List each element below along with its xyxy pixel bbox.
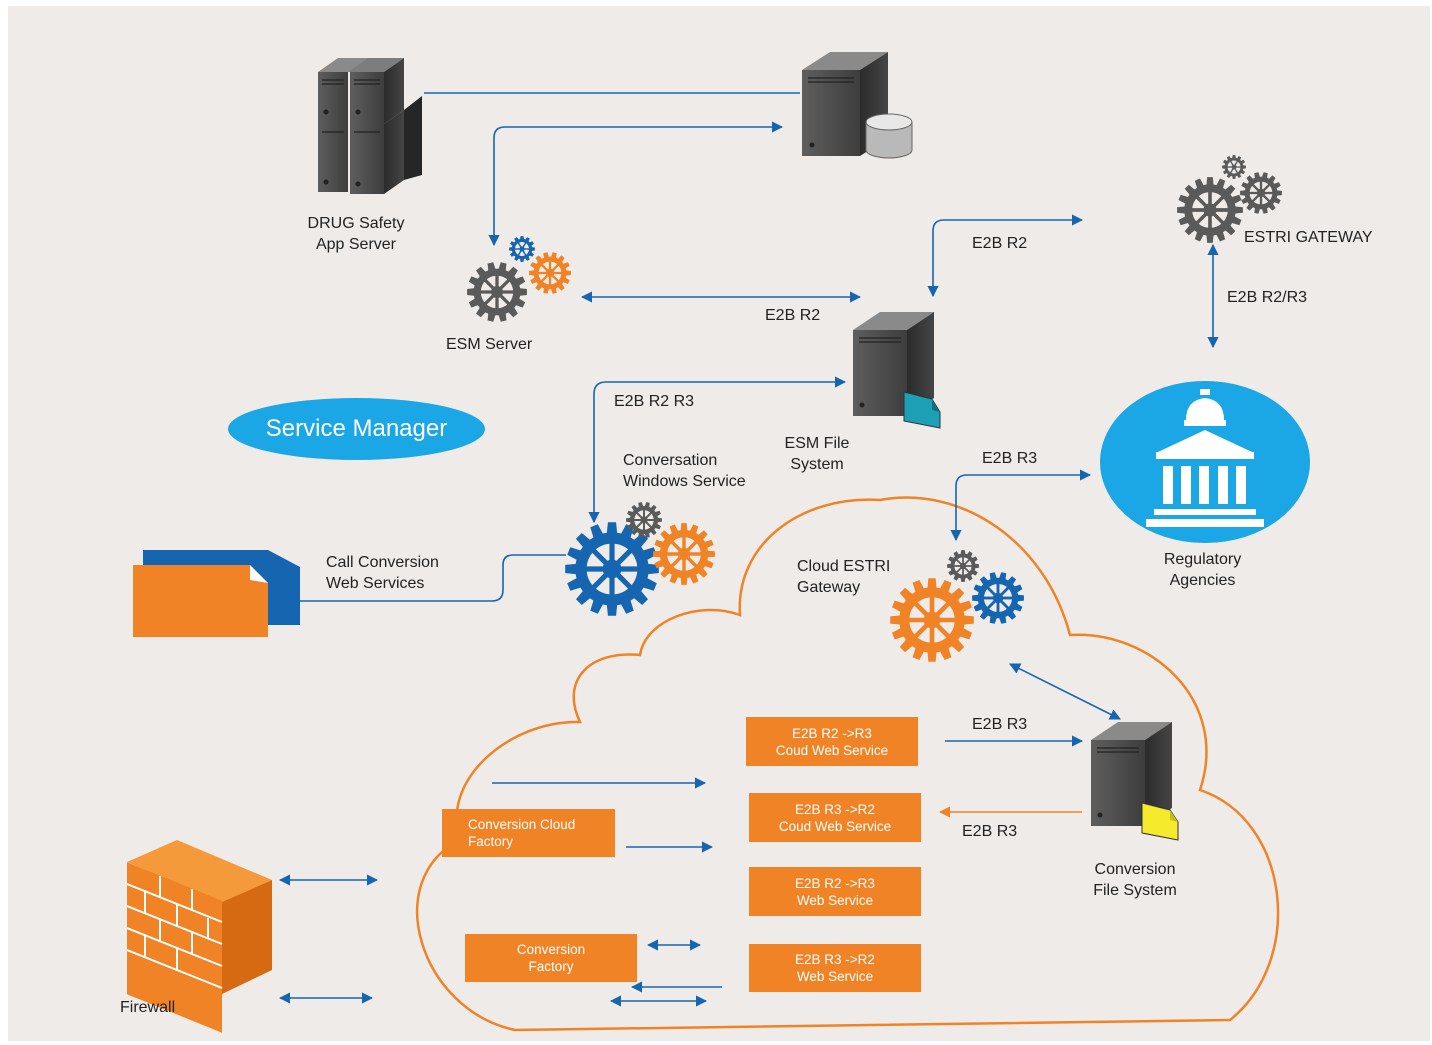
gear-icon — [890, 578, 974, 662]
service-box: E2B R2 ->R3 Coud Web Service — [746, 717, 918, 766]
flow-label: E2B R2/R3 — [1227, 289, 1308, 306]
courthouse-icon — [1100, 381, 1310, 543]
service-manager-badge: Service Manager — [228, 398, 485, 460]
cloud-estri-gateway-label: Cloud ESTRI Gateway — [797, 558, 891, 596]
service-box: E2B R3 ->R2 Web Service — [749, 944, 921, 992]
service-box: Conversion Factory — [465, 934, 637, 982]
conversation-windows-service-label: Conversation Windows Service — [623, 452, 746, 490]
flow-label: E2B R2 — [972, 235, 1028, 252]
folder-icon — [133, 550, 300, 637]
service-box: E2B R3 ->R2 Coud Web Service — [749, 793, 921, 842]
call-conversion-label: Call Conversion Web Services — [326, 554, 439, 592]
server-tower-icon — [318, 58, 422, 194]
regulatory-agencies-label: Regulatory Agencies — [1163, 551, 1242, 589]
flow-label: E2B R2 R3 — [614, 393, 695, 410]
gear-icon — [565, 522, 659, 616]
esm-server-label: ESM Server — [446, 336, 533, 353]
gear-icon — [626, 502, 662, 538]
estri-gateway-label: ESTRI GATEWAY — [1244, 229, 1373, 246]
file-server-icon — [1091, 722, 1179, 841]
brick-wall-icon — [126, 840, 272, 1033]
gear-icon — [972, 572, 1024, 624]
gear-icon — [1177, 177, 1243, 243]
gear-icon — [467, 262, 527, 322]
conversion-file-system-label: Conversion File System — [1093, 861, 1177, 899]
esm-file-system-label: ESM File System — [784, 435, 850, 473]
service-box: Conversion Cloud Factory — [442, 809, 615, 857]
gear-icon — [1240, 172, 1282, 214]
database-server-icon — [802, 52, 913, 159]
gear-icon — [653, 523, 715, 585]
cloud-outline — [416, 496, 1280, 1032]
connector-lines — [278, 92, 1219, 1007]
gear-icon — [529, 252, 571, 294]
flow-label: E2B R2 — [765, 307, 821, 324]
firewall-label: Firewall — [120, 999, 176, 1016]
flow-label: E2B R3 — [982, 450, 1038, 467]
flow-label: E2B R3 — [972, 716, 1028, 733]
gear-icon — [947, 550, 979, 582]
gear-icon — [1222, 155, 1246, 179]
service-box: E2B R2 ->R3 Web Service — [749, 867, 921, 916]
drug-safety-label: DRUG Safety App Server — [307, 215, 405, 253]
gear-icon — [509, 236, 535, 262]
flow-label: E2B R3 — [962, 823, 1018, 840]
file-server-icon — [853, 312, 941, 429]
